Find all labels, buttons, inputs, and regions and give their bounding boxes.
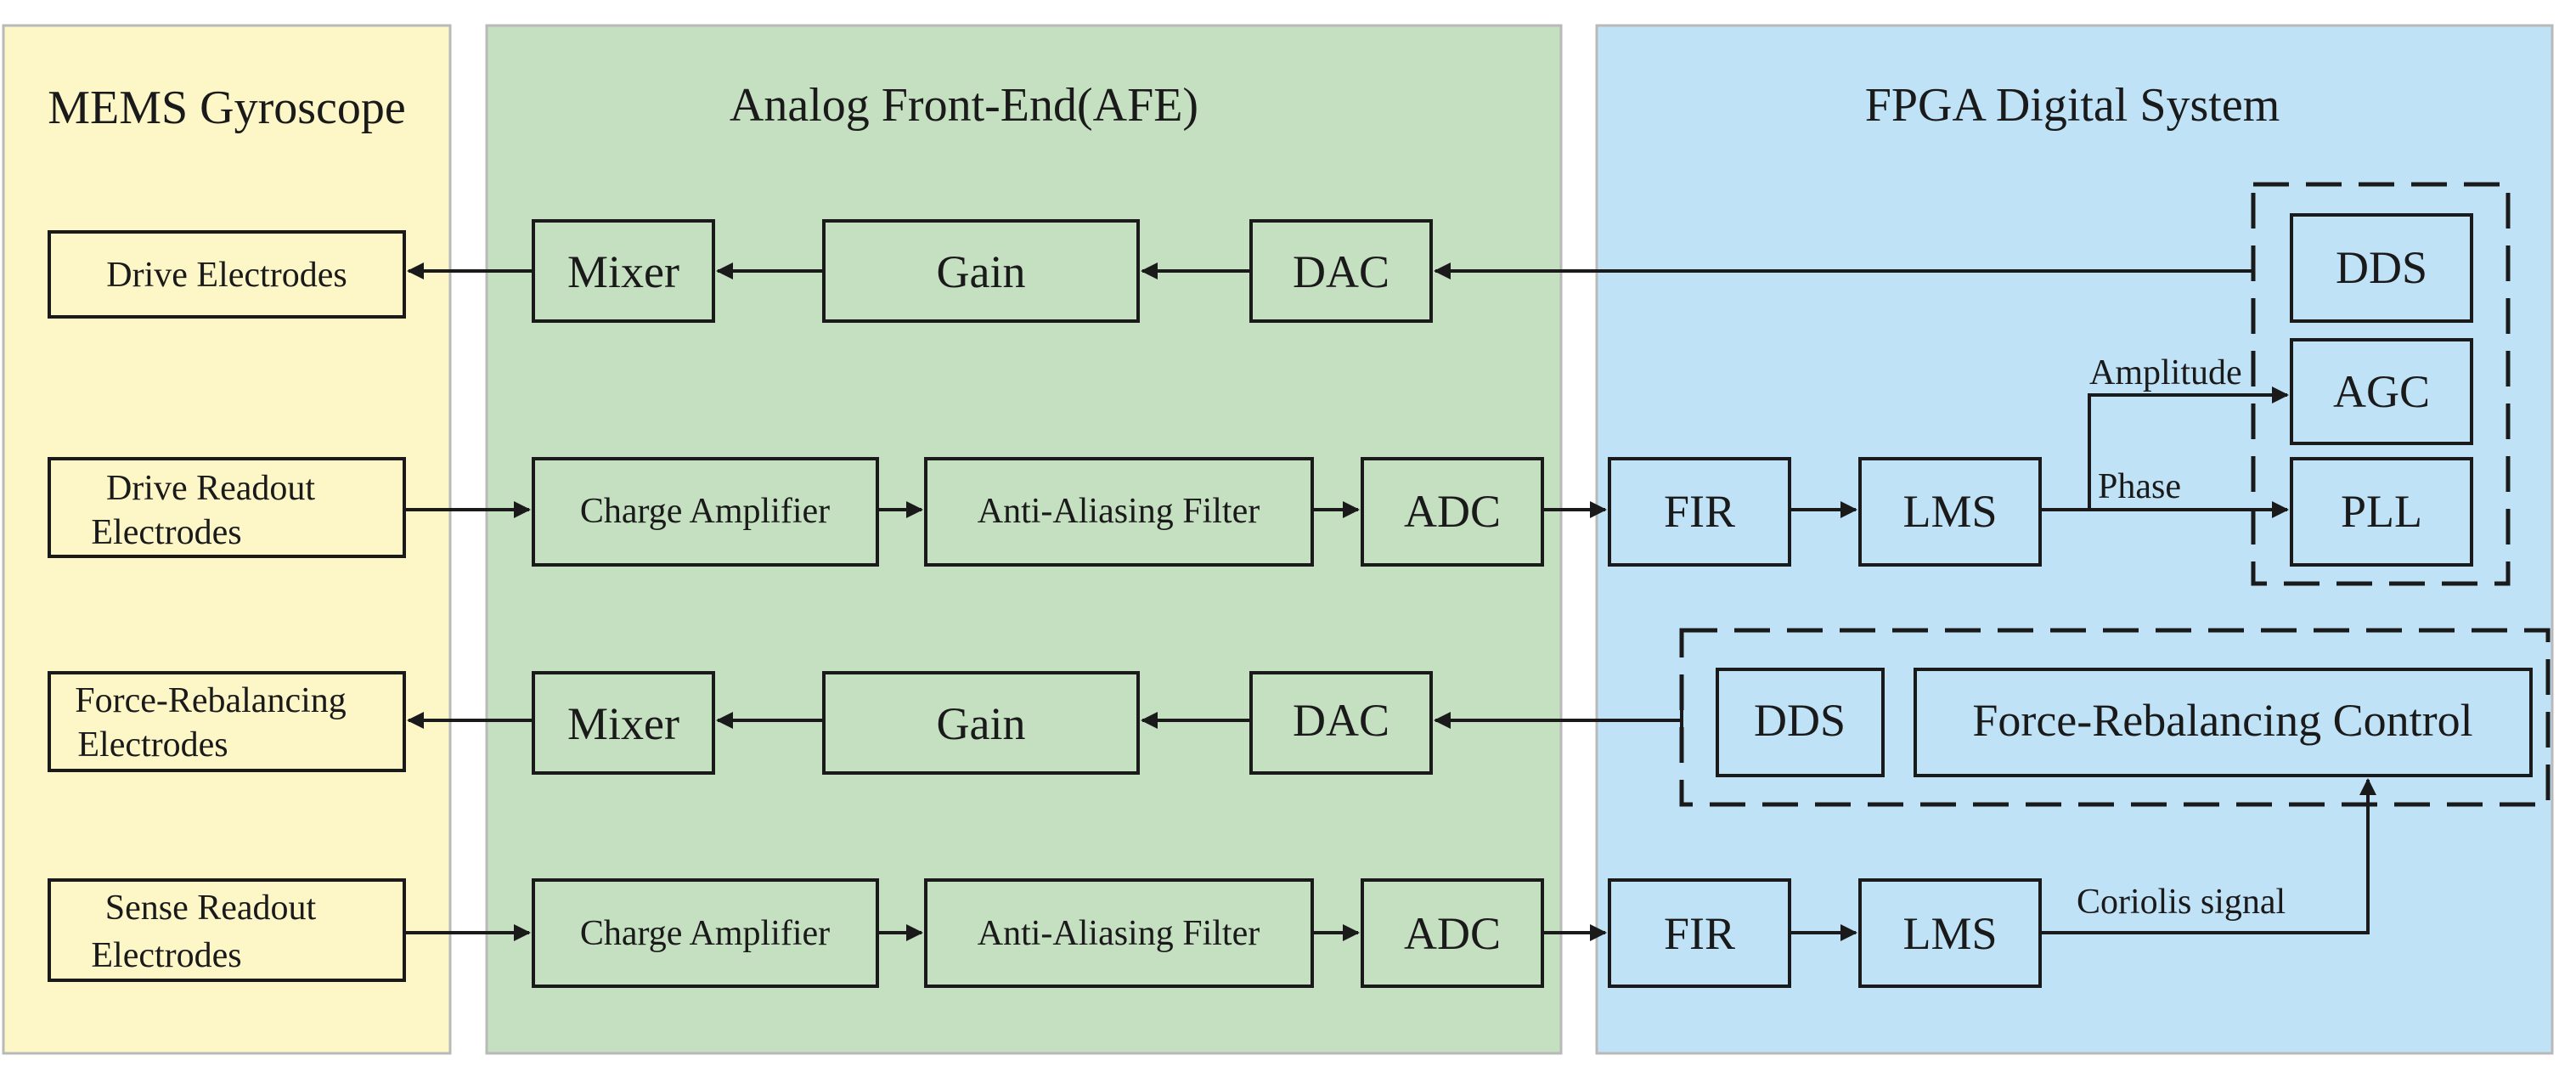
force-rebalancing-label-line1: Force-Rebalancing [75, 681, 347, 720]
drive-electrodes-block [48, 230, 406, 319]
region-afe [485, 24, 1563, 1055]
coriolis-label: Coriolis signal [2077, 883, 2286, 922]
force-rebalancing-electrodes-block [48, 671, 406, 772]
force-rebalancing-label-line2: Electrodes [77, 725, 228, 765]
charge-amplifier-block-1 [532, 457, 879, 567]
arrow-coriolis-to-frc [2040, 778, 2376, 934]
lms-label-sense: LMS [1902, 908, 1997, 959]
adc-label-2: ADC [1404, 908, 1501, 959]
drive-electrodes-label: Drive Electrodes [106, 256, 347, 295]
dds-block-top [2290, 213, 2473, 323]
phase-label: Phase [2098, 467, 2181, 506]
region-mems [2, 24, 452, 1055]
charge-amp-label-1: Charge Amplifier [580, 492, 830, 531]
frc-label: Force-Rebalancing Control [1972, 695, 2472, 746]
dashed-group-force-rebalancing [1679, 628, 2551, 807]
drive-readout-block [48, 457, 406, 558]
pll-label: PLL [2341, 486, 2422, 537]
pll-block [2290, 457, 2473, 567]
force-rebalancing-control-block [1914, 668, 2533, 777]
sense-readout-block [48, 878, 406, 982]
arrow-lms-to-agc [2088, 387, 2289, 510]
gain-label-1: Gain [937, 246, 1026, 297]
dds-label-frc: DDS [1754, 695, 1846, 746]
region-title-mems: MEMS Gyroscope [48, 82, 406, 134]
agc-block [2290, 338, 2473, 445]
lms-label-drive: LMS [1902, 486, 1997, 537]
drive-readout-label-line1: Drive Readout [106, 469, 315, 508]
dashed-group-drive-control [2251, 182, 2511, 586]
gain-block-2 [822, 671, 1140, 775]
lms-block-drive [1858, 457, 2042, 567]
mixer-label-1: Mixer [567, 246, 679, 297]
region-fpga [1595, 24, 2554, 1055]
region-title-afe: Analog Front-End(AFE) [730, 79, 1198, 132]
aa-filter-label-2: Anti-Aliasing Filter [978, 914, 1260, 953]
adc-block-1 [1361, 457, 1544, 567]
dds-block-frc [1716, 668, 1885, 777]
aa-filter-label-1: Anti-Aliasing Filter [978, 492, 1260, 531]
sense-readout-label-line1: Sense Readout [105, 889, 317, 928]
fir-label-sense: FIR [1664, 908, 1735, 959]
mixer-label-2: Mixer [567, 698, 679, 749]
fir-block-drive [1608, 457, 1791, 567]
adc-label-1: ADC [1404, 486, 1501, 537]
agc-label: AGC [2333, 366, 2430, 417]
drive-readout-label-line2: Electrodes [91, 513, 241, 552]
amplitude-label: Amplitude [2089, 353, 2242, 392]
dac-label-2: DAC [1293, 695, 1389, 746]
gain-label-2: Gain [937, 698, 1026, 749]
region-title-fpga: FPGA Digital System [1865, 79, 2280, 132]
charge-amp-label-2: Charge Amplifier [580, 914, 830, 953]
fir-label-drive: FIR [1664, 486, 1735, 537]
mixer-block-2 [532, 671, 715, 775]
dac-block-2 [1249, 671, 1433, 775]
dds-label-top: DDS [2336, 242, 2427, 293]
sense-readout-label-line2: Electrodes [91, 936, 241, 975]
anti-aliasing-filter-block-1 [924, 457, 1314, 567]
dac-label-1: DAC [1293, 246, 1389, 297]
